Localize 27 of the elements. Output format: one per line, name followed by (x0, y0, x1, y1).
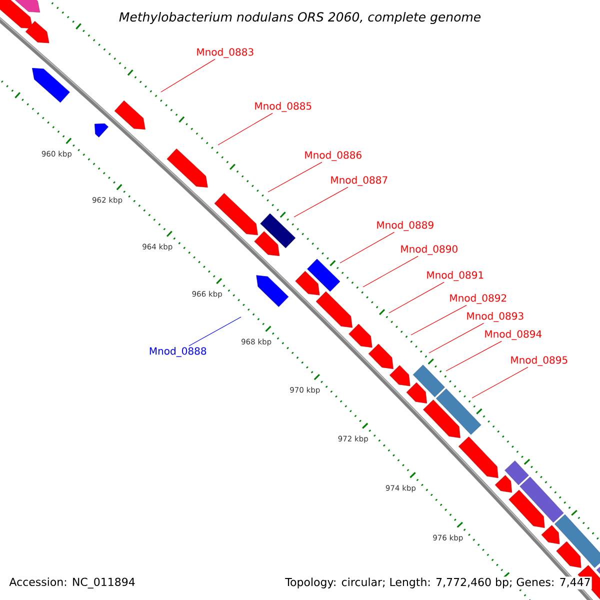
leader-line (268, 162, 322, 192)
leader-line (362, 256, 418, 288)
gene-label: Mnod_0895 (511, 356, 568, 366)
gene-label: Mnod_0886 (305, 151, 362, 161)
gene-label: Mnod_0888 (150, 347, 206, 357)
gene-label: Mnod_0887 (331, 176, 388, 186)
leader-line (160, 58, 216, 92)
gene-label: Mnod_0893 (467, 312, 524, 322)
title: Methylobacterium nodulans ORS 2060, complete genome (119, 12, 481, 24)
leader-line (410, 304, 467, 336)
leader-line (294, 186, 348, 218)
gene-label: Mnod_0891 (427, 271, 484, 281)
gene-label: Mnod_0883 (197, 48, 254, 58)
gene-label: Mnod_0892 (450, 294, 506, 304)
gene-label: Mnod_0890 (401, 245, 458, 255)
gene-label: Mnod_0894 (485, 330, 542, 340)
leader-line (218, 112, 273, 146)
leader-line (428, 322, 484, 354)
leader-line (472, 366, 528, 398)
gene-label: Mnod_0885 (255, 102, 312, 112)
leader-line (340, 232, 395, 264)
info-text: Topology: circular; Length: 7,772,460 bp; Genes: 7,447 (284, 576, 592, 590)
leader-line (188, 316, 242, 346)
leader-line (388, 282, 444, 314)
gene-label: Mnod_0889 (377, 221, 434, 231)
info-text: Accession: NC_011894 (8, 576, 136, 590)
leader-line (446, 340, 502, 372)
